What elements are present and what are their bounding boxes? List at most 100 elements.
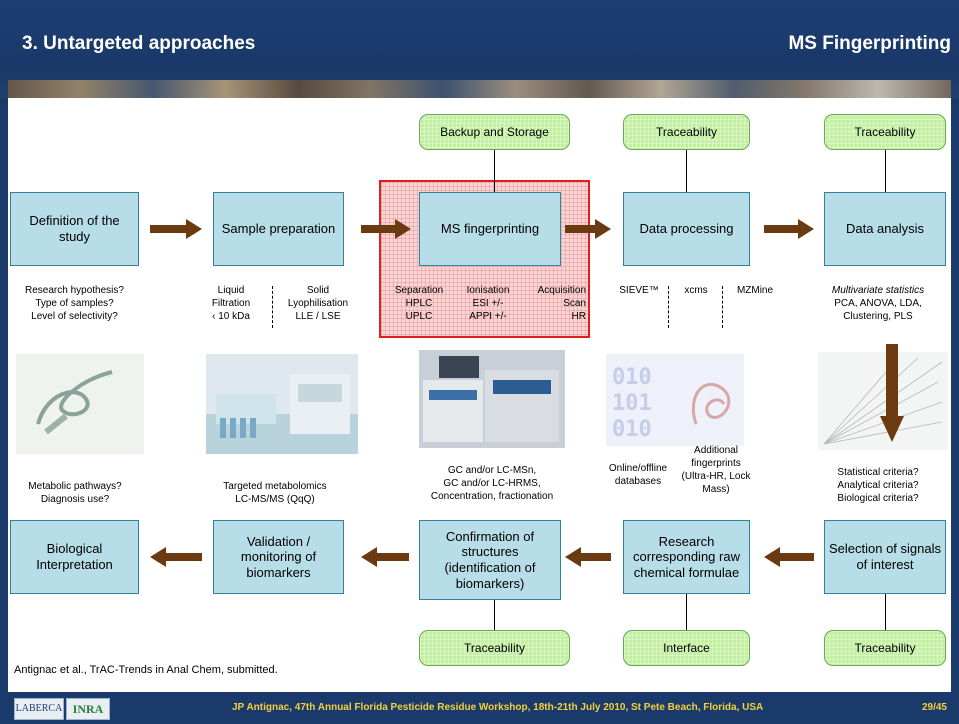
validation-notes: Targeted metabolomics LC-MS/MS (QqQ) — [200, 480, 350, 506]
note-line: Analytical criteria? — [837, 480, 919, 491]
note-line: Mass) — [702, 484, 730, 495]
sieve-note: SIEVE™ — [619, 285, 659, 296]
database-photo: 010 101 010 — [606, 354, 744, 446]
separator-dash — [722, 286, 723, 328]
mass-spectrometer-photo — [419, 350, 565, 448]
note-line: APPI +/- — [469, 311, 507, 322]
svg-text:010: 010 — [612, 417, 652, 442]
slide-title: 3. Untargeted approaches — [22, 33, 256, 54]
ms-fingerprinting-box: MS fingerprinting — [419, 192, 561, 266]
data-processing-box: Data processing — [623, 192, 750, 266]
signature-photo — [16, 354, 144, 454]
note-line: Metabolic pathways? — [28, 481, 122, 492]
traceability-box-selection: Traceability — [824, 630, 946, 666]
confirmation-notes: GC and/or LC-MSn, GC and/or LC-HRMS, Con… — [408, 464, 576, 503]
note-line: Level of selectivity? — [31, 311, 118, 322]
page-number: 29/45 — [921, 702, 947, 713]
note-line: Scan — [563, 298, 586, 309]
lab-bench-photo — [206, 354, 358, 454]
traceability-box-confirmation: Traceability — [419, 630, 570, 666]
note-line: Filtration — [211, 298, 251, 309]
note-line: Additional — [694, 445, 738, 456]
separation-notes: Separation HPLC UPLC — [387, 284, 451, 323]
note-line: Solid — [306, 285, 330, 296]
connector-line — [885, 150, 886, 192]
connector-line — [494, 600, 495, 630]
interface-box: Interface — [623, 630, 750, 666]
note-line: Acquisition — [537, 285, 586, 296]
note-line: (Ultra-HR, Lock — [681, 471, 751, 482]
svg-text:010: 010 — [612, 365, 652, 390]
footer-text: JP Antignac, 47th Annual Florida Pestici… — [232, 702, 764, 713]
arrow-right-icon — [565, 219, 611, 239]
note-line: GC and/or LC-MSn, — [447, 465, 537, 476]
note-line: GC and/or LC-HRMS, — [443, 478, 541, 489]
arrow-right-icon — [150, 219, 202, 239]
note-line: Ionisation — [466, 285, 510, 296]
sample-preparation-box: Sample preparation — [213, 192, 344, 266]
research-formulae-box: Research corresponding raw chemical form… — [623, 520, 750, 594]
additional-fp-notes: Additional fingerprints (Ultra-HR, Lock … — [678, 444, 754, 496]
note-line: Concentration, fractionation — [430, 491, 554, 502]
note-line: ‹ 10 kDa — [212, 311, 250, 322]
analysis-notes: Multivariate statistics PCA, ANOVA, LDA,… — [808, 284, 948, 323]
header-bar: 3. Untargeted approaches MS Fingerprinti… — [0, 0, 959, 98]
chart-photo — [818, 352, 948, 450]
backup-storage-box: Backup and Storage — [419, 114, 570, 150]
definition-notes: Research hypothesis? Type of samples? Le… — [10, 284, 139, 323]
ionisation-notes: Ionisation ESI +/- APPI +/- — [456, 284, 520, 323]
arrow-right-icon — [764, 219, 814, 239]
note-line: databases — [614, 476, 662, 487]
data-analysis-box: Data analysis — [824, 192, 946, 266]
note-line: Liquid — [217, 285, 245, 296]
biological-notes: Metabolic pathways? Diagnosis use? — [10, 480, 140, 506]
traceability-box-analysis: Traceability — [824, 114, 946, 150]
separator-dash — [668, 286, 669, 328]
note-line: Research hypothesis? — [25, 285, 124, 296]
note-line: UPLC — [405, 311, 433, 322]
xcms-note: xcms — [684, 285, 708, 296]
header-photo-strip — [8, 80, 951, 98]
note-line: HPLC — [405, 298, 433, 309]
online-db-notes: Online/offline databases — [602, 462, 674, 488]
note-line: Type of samples? — [35, 298, 114, 309]
separator-dash — [272, 286, 273, 328]
arrow-left-icon — [764, 547, 814, 567]
note-line: HR — [571, 311, 586, 322]
note-line: Clustering, PLS — [843, 311, 913, 322]
note-line: ESI +/- — [472, 298, 504, 309]
note-line: Biological criteria? — [837, 493, 919, 504]
biological-interpretation-box: Biological Interpretation — [10, 520, 139, 594]
reference-citation: Antignac et al., TrAC-Trends in Anal Che… — [14, 664, 278, 676]
arrow-left-icon — [565, 547, 611, 567]
note-line: Statistical criteria? — [837, 467, 919, 478]
svg-text:101: 101 — [612, 391, 652, 416]
selection-notes: Statistical criteria? Analytical criteri… — [808, 466, 948, 505]
note-line: Multivariate statistics — [831, 285, 925, 296]
validation-monitoring-box: Validation / monitoring of biomarkers — [213, 520, 344, 594]
definition-study-box: Definition of the study — [10, 192, 139, 266]
connector-line — [686, 150, 687, 192]
note-line: Targeted metabolomics — [223, 481, 327, 492]
acquisition-notes: Acquisition Scan HR — [522, 284, 586, 323]
traceability-box-processing: Traceability — [623, 114, 750, 150]
note-line: Online/offline — [608, 463, 668, 474]
liquid-notes: Liquid Filtration ‹ 10 kDa — [196, 284, 266, 323]
slide-subtitle: MS Fingerprinting — [788, 33, 951, 54]
arrow-down-icon — [880, 344, 904, 442]
laberca-logo: LABERCA — [14, 698, 64, 720]
note-line: LLE / LSE — [295, 311, 341, 322]
footer-bar: LABERCA INRA JP Antignac, 47th Annual Fl… — [0, 692, 959, 724]
connector-line — [494, 150, 495, 192]
mzmine-note: MZMine — [736, 285, 774, 296]
arrow-left-icon — [150, 547, 202, 567]
selection-signals-box: Selection of signals of interest — [824, 520, 946, 594]
confirmation-structures-box: Confirmation of structures (identificati… — [419, 520, 561, 600]
arrow-right-icon — [361, 219, 411, 239]
solid-notes: Solid Lyophilisation LLE / LSE — [278, 284, 358, 323]
diagram-area: Backup and Storage Traceability Traceabi… — [8, 98, 951, 692]
note-line: fingerprints — [691, 458, 741, 469]
arrow-left-icon — [361, 547, 409, 567]
note-line: Separation — [394, 285, 444, 296]
